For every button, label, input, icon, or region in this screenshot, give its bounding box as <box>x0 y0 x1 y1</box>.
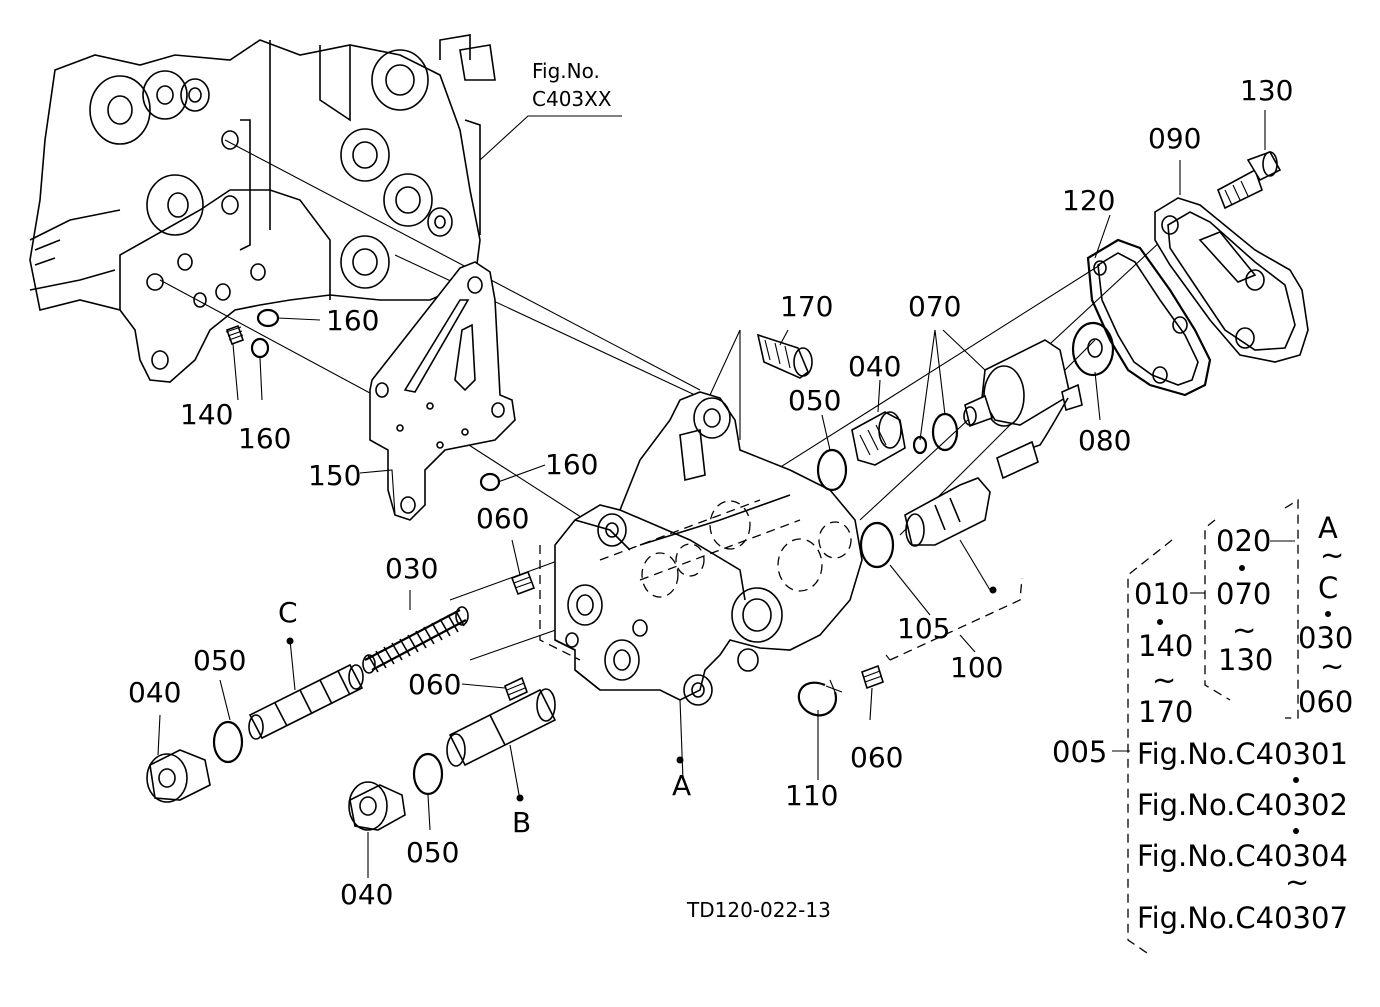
callout-110: 110 <box>785 779 838 812</box>
tree-col3-a: A <box>1318 511 1338 545</box>
tree-col2-range: ~ <box>1232 613 1256 647</box>
tree-col3-range2: ~ <box>1320 649 1344 683</box>
plate-150 <box>369 261 516 521</box>
figure-ref-line1: Fig.No. <box>532 59 600 83</box>
tree-fig-4: Fig.No.C40307 <box>1137 901 1348 935</box>
callout-160-lower: 160 <box>238 422 291 455</box>
callout-050-left: 050 <box>193 644 246 677</box>
tree-col3-030: 030 <box>1298 621 1353 655</box>
figure-ref-line2: C403XX <box>532 87 612 111</box>
callout-105: 105 <box>897 612 950 645</box>
callout-160-plate: 160 <box>545 448 598 481</box>
callout-090: 090 <box>1148 122 1201 155</box>
assembly-tree: 020 070 ~ 130 A ~ C 030 ~ 060 010 140 ~ … <box>1052 498 1353 956</box>
group-100-boundary <box>885 577 1023 661</box>
tree-root: 005 <box>1052 735 1107 769</box>
callout-050-lower: 050 <box>406 836 459 869</box>
callout-040-left: 040 <box>128 676 181 709</box>
gasket-120 <box>1086 238 1212 397</box>
callouts: 130 090 120 170 070 040 050 080 160 160 … <box>128 74 1293 911</box>
tree-col3-060: 060 <box>1298 685 1353 719</box>
callout-140: 140 <box>180 398 233 431</box>
tree-col1-mid: 140 <box>1138 629 1193 663</box>
tree-col2-bottom: 130 <box>1218 643 1273 677</box>
callout-080: 080 <box>1078 424 1131 457</box>
callout-170: 170 <box>780 290 833 323</box>
callout-040-lower: 040 <box>340 878 393 911</box>
callout-030: 030 <box>385 552 438 585</box>
screw-130 <box>1216 151 1282 210</box>
tree-col1-top: 010 <box>1134 577 1189 611</box>
tree-col1-range: ~ <box>1152 663 1176 697</box>
cover-090 <box>1154 197 1309 363</box>
callout-060-middle: 060 <box>408 668 461 701</box>
callout-060-upper: 060 <box>476 502 529 535</box>
tree-col2-top: 020 <box>1216 524 1271 558</box>
valve-105 <box>859 477 991 569</box>
tree-fig-range: ~ <box>1285 865 1309 899</box>
callout-150: 150 <box>308 459 361 492</box>
drawing-code: TD120-022-13 <box>686 898 831 922</box>
plug-040-right <box>816 411 906 492</box>
tree-fig-1: Fig.No.C40301 <box>1137 737 1348 771</box>
snap-ring-110 <box>797 679 843 717</box>
callout-040-right: 040 <box>848 350 901 383</box>
tree-fig-3: Fig.No.C40304 <box>1137 839 1348 873</box>
figure-reference: Fig.No. C403XX <box>479 59 622 161</box>
callout-060-right: 060 <box>850 741 903 774</box>
callout-120: 120 <box>1062 184 1115 217</box>
sleeve-B <box>446 688 557 767</box>
callout-050-right: 050 <box>788 384 841 417</box>
housing-background <box>29 34 496 383</box>
valve-body-A <box>539 329 863 706</box>
plug-040-lower <box>348 752 444 831</box>
washer-080 <box>1071 321 1115 377</box>
callout-070: 070 <box>908 290 961 323</box>
spring-030 <box>362 606 469 674</box>
seals-160 <box>225 308 501 492</box>
spool-C <box>248 663 364 740</box>
tree-fig-2: Fig.No.C40302 <box>1137 788 1348 822</box>
reference-dots <box>286 586 997 802</box>
callout-100: 100 <box>950 651 1003 684</box>
callout-A: A <box>672 769 691 802</box>
tree-col2-mid: 070 <box>1216 577 1271 611</box>
callout-C: C <box>278 596 298 629</box>
tree-col3-c: C <box>1318 571 1338 605</box>
screw-170 <box>756 333 813 379</box>
plugs-060 <box>504 570 884 702</box>
solenoid-070-group <box>963 339 1083 480</box>
leader-lines <box>157 110 1266 878</box>
plug-040-left <box>146 720 244 803</box>
callout-B: B <box>512 806 531 839</box>
callout-130: 130 <box>1240 74 1293 107</box>
tree-col3-range1: ~ <box>1320 538 1344 572</box>
callout-160-upper: 160 <box>326 304 379 337</box>
tree-col1-bottom: 170 <box>1138 695 1193 729</box>
